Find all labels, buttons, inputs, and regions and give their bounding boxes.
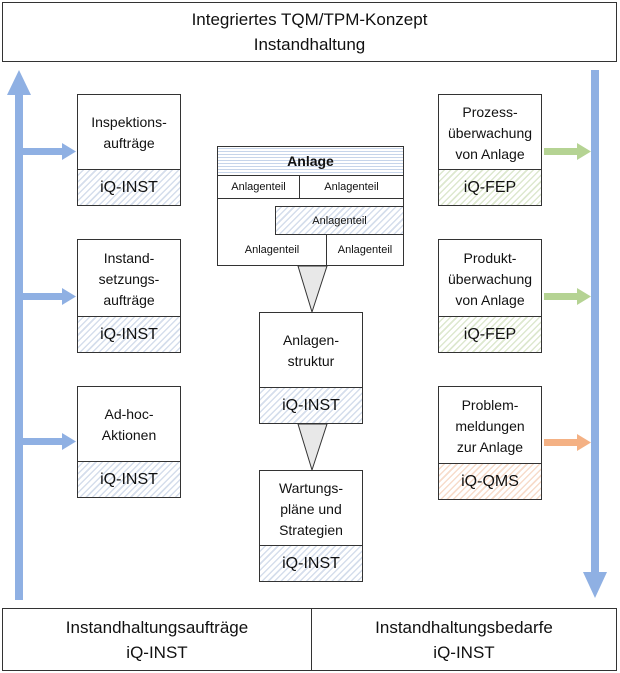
card-label-line: Wartungs- — [278, 479, 344, 496]
bottom-box-title: Instandhaltungsaufträge — [65, 617, 249, 637]
card-label-line: aufträge — [103, 135, 155, 151]
bottom-box-title: Instandhaltungsbedarfe — [375, 617, 553, 637]
anlagenteil-cell: Anlagenteil — [275, 206, 404, 235]
card-label-line: Anlagen- — [282, 332, 340, 348]
card-label-line: meldungen — [455, 417, 525, 434]
card-tag: iQ-QMS — [439, 463, 541, 499]
card-tag: iQ-INST — [260, 387, 362, 423]
right-branch-arrows — [544, 143, 591, 451]
card-prozessueberwachung: Prozess- überwachung von Anlage iQ-FEP — [438, 94, 542, 206]
card-label: Inspektions- aufträge — [78, 95, 180, 171]
card-ad-hoc-aktionen: Ad-hoc- Aktionen iQ-INST — [77, 386, 181, 498]
concept-subtitle: Instandhaltung — [253, 35, 366, 54]
left-branch-arrows — [23, 143, 76, 450]
card-label-line: Strategien — [279, 521, 343, 538]
card-tag: iQ-INST — [78, 461, 180, 497]
card-label-line: Produkt- — [463, 249, 517, 266]
card-label: Ad-hoc- Aktionen — [78, 387, 180, 463]
anlagenteil-cell: Anlagenteil — [299, 175, 404, 199]
card-label: Anlagen- struktur — [260, 313, 362, 389]
left-up-arrowhead — [7, 70, 31, 95]
card-label-line: pläne und — [280, 500, 342, 517]
card-label-line: von Anlage — [455, 291, 525, 308]
card-tag: iQ-FEP — [439, 316, 541, 352]
card-tag: iQ-FEP — [439, 169, 541, 205]
card-label-line: Ad-hoc- — [104, 406, 154, 422]
card-produktueberwachung: Produkt- überwachung von Anlage iQ-FEP — [438, 239, 542, 353]
card-label-line: von Anlage — [455, 145, 525, 162]
card-label-line: struktur — [287, 353, 335, 369]
card-label: Prozess- überwachung von Anlage — [439, 95, 541, 171]
card-label-line: zur Anlage — [456, 438, 524, 455]
instandhaltungsbedarfe-box: Instandhaltungsbedarfe iQ-INST — [311, 608, 617, 671]
card-tag: iQ-INST — [78, 169, 180, 205]
concept-title: Integriertes TQM/TPM-Konzept — [191, 10, 428, 29]
left-vertical-arrow-shaft — [15, 92, 23, 600]
card-label-line: überwachung — [447, 270, 533, 287]
concept-title-box: Integriertes TQM/TPM-Konzept Instandhalt… — [2, 2, 617, 62]
card-label: Wartungs- pläne und Strategien — [260, 471, 362, 547]
instandhaltungsauftraege-box: Instandhaltungsaufträge iQ-INST — [2, 608, 312, 671]
card-label-line: überwachung — [447, 124, 533, 141]
funnel-connector-1 — [297, 265, 328, 314]
card-instandsetzungsauftraege: Instand- setzungs- aufträge iQ-INST — [77, 239, 181, 353]
card-label-line: Problem- — [461, 396, 519, 413]
card-label: Produkt- überwachung von Anlage — [439, 240, 541, 318]
card-label-line: setzungs- — [98, 270, 160, 287]
card-anlagenstruktur: Anlagen- struktur iQ-INST — [259, 312, 363, 424]
card-tag: iQ-INST — [260, 545, 362, 581]
anlagenteil-cell: Anlagenteil — [217, 175, 300, 199]
bottom-box-tag: iQ-INST — [433, 642, 495, 662]
card-label-line: aufträge — [103, 291, 155, 308]
right-vertical-arrow-shaft — [591, 70, 599, 575]
funnel-connector-2 — [297, 423, 328, 472]
card-label-line: Aktionen — [101, 427, 157, 443]
card-label-line: Instand- — [103, 249, 155, 266]
card-label: Instand- setzungs- aufträge — [78, 240, 180, 318]
bottom-box-tag: iQ-INST — [126, 642, 188, 662]
card-wartungsplaene: Wartungs- pläne und Strategien iQ-INST — [259, 470, 363, 582]
card-label-line: Prozess- — [462, 103, 518, 120]
anlagenteil-cell: Anlagenteil — [326, 234, 404, 266]
card-label-line: Inspektions- — [91, 114, 167, 130]
anlage-structure: Anlage Anlagenteil Anlagenteil Anlagente… — [217, 146, 404, 266]
card-problemmeldungen: Problem- meldungen zur Anlage iQ-QMS — [438, 386, 542, 500]
anlage-header: Anlage — [217, 146, 404, 176]
card-inspektionsauftraege: Inspektions- aufträge iQ-INST — [77, 94, 181, 206]
right-down-arrowhead — [583, 572, 607, 598]
card-label: Problem- meldungen zur Anlage — [439, 387, 541, 465]
anlagenteil-cell: Anlagenteil — [217, 234, 327, 266]
card-tag: iQ-INST — [78, 316, 180, 352]
